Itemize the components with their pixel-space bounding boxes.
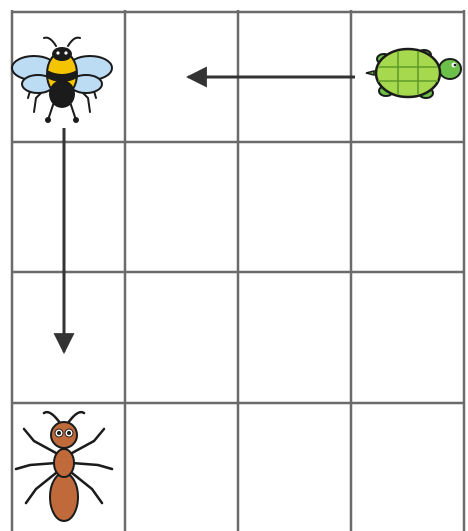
grid-lines xyxy=(10,10,466,531)
turtle-icon xyxy=(365,47,462,99)
ant-icon xyxy=(14,410,114,522)
bee-icon xyxy=(11,36,113,123)
